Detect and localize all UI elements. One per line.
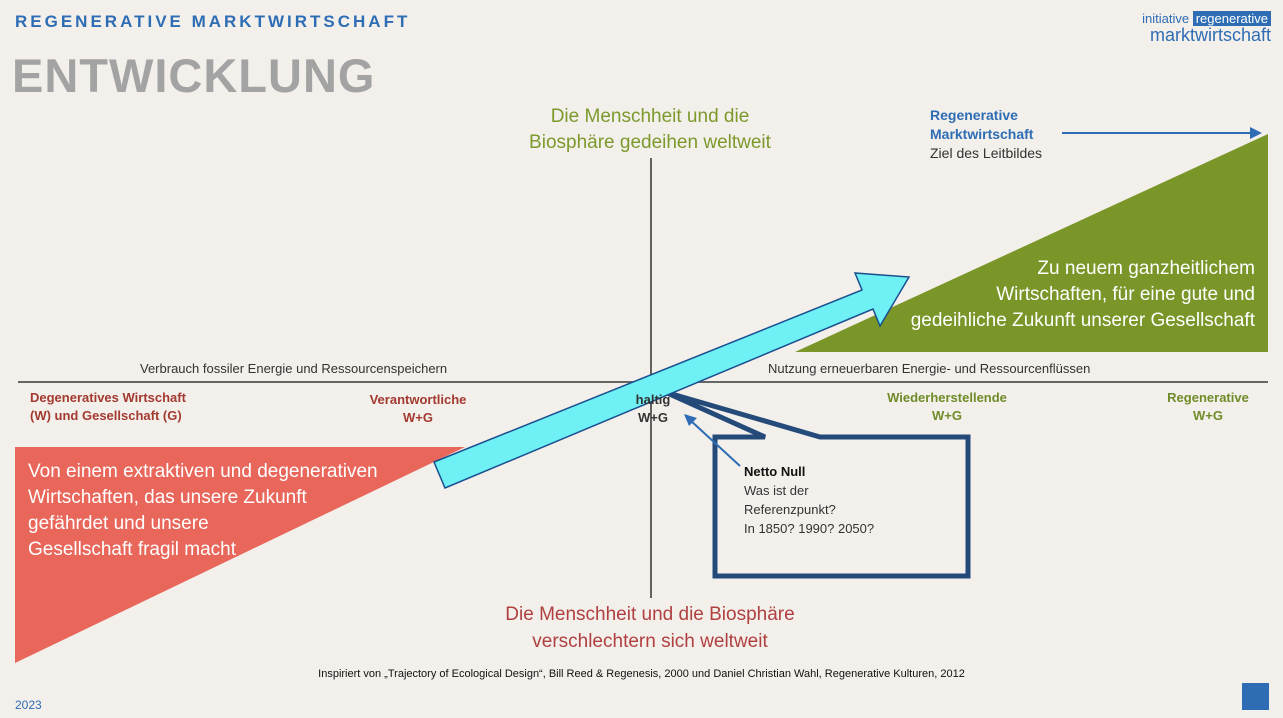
top-goal-line: Biosphäre gedeihen weltweit (529, 132, 771, 153)
logo-word-regenerative: regenerative (1192, 11, 1271, 26)
stage-restorative: Wiederherstellende W+G (867, 389, 1027, 425)
degenerative-line: Wirtschaften, das unsere Zukunft (28, 487, 307, 508)
degenerative-description: Von einem extraktiven und degenerativen … (28, 459, 448, 563)
degenerative-line: Gesellschaft fragil macht (28, 539, 237, 560)
bottom-goal-line: Die Menschheit und die Biosphäre (505, 604, 795, 625)
bottom-goal-line: verschlechtern sich weltweit (532, 631, 768, 652)
stage-line: (W) und Gesellschaft (G) (30, 408, 182, 423)
left-axis-label: Verbrauch fossiler Energie und Ressource… (140, 361, 448, 376)
trajectory-arrow (433, 272, 911, 489)
target-arrowhead-icon (1250, 127, 1262, 139)
target-title-line: Regenerative (930, 107, 1018, 123)
stage-line: Degeneratives Wirtschaft (30, 390, 186, 405)
year-label: 2023 (15, 698, 42, 712)
stage-line: W+G (403, 410, 433, 425)
regenerative-triangle (795, 134, 1268, 352)
callout-line: Referenzpunkt? (744, 502, 836, 517)
callout-heading: Netto Null (744, 464, 806, 479)
regenerative-line: gedeihliche Zukunft unserer Gesellschaft (910, 310, 1255, 331)
source-credit: Inspiriert von „Trajectory of Ecological… (318, 668, 965, 680)
stage-line: haltig (635, 392, 671, 407)
stage-line: W+G (932, 408, 962, 423)
stage-line: W+G (1193, 408, 1223, 423)
callout-pointer-line (689, 419, 741, 467)
netto-null-callout-box (663, 389, 971, 579)
bottom-goal-text: Die Menschheit und die Biosphäre verschl… (460, 601, 840, 655)
target-subtitle: Ziel des Leitbildes (930, 145, 1043, 161)
regenerative-line: Wirtschaften, für eine gute und (996, 284, 1255, 305)
regenerative-line: Zu neuem ganzheitlichem (1037, 258, 1255, 279)
stage-line: Regenerative (1167, 390, 1249, 405)
header-kicker: REGENERATIVE MARKTWIRTSCHAFT (15, 12, 411, 31)
degenerative-line: Von einem extraktiven und degenerativen (28, 461, 378, 482)
target-title-line: Marktwirtschaft (930, 126, 1034, 142)
callout-pointer-arrowhead-icon (684, 414, 697, 426)
logo-word-marktwirtschaft: marktwirtschaft (1149, 25, 1271, 45)
top-goal-line: Die Menschheit und die (550, 106, 750, 127)
degenerative-triangle (15, 447, 465, 663)
logo-word-initiative: initiative (1142, 11, 1190, 26)
page-title: ENTWICKLUNG (12, 49, 376, 102)
regenerative-description: Zu neuem ganzheitlichem Wirtschaften, fü… (840, 256, 1255, 334)
brand-logo: initiative regenerative marktwirtschaft (1142, 11, 1271, 45)
callout-line: Was ist der (744, 483, 809, 498)
stage-degenerative: Degeneratives Wirtschaft (W) und Gesells… (30, 389, 186, 425)
target-label: Regenerative Marktwirtschaft Ziel des Le… (930, 106, 1042, 163)
top-goal-text: Die Menschheit und die Biosphäre gedeihe… (480, 104, 820, 156)
corner-square (1242, 683, 1269, 710)
stage-line: Verantwortliche (369, 392, 467, 407)
netto-null-callout: Netto Null Was ist der Referenzpunkt? In… (744, 462, 874, 538)
stage-responsible: Verantwortliche W+G (348, 391, 488, 427)
stage-line: W+G (638, 410, 668, 425)
stage-sustainable: haltig W+G (630, 391, 676, 427)
degenerative-line: gefährdet und unsere (28, 513, 209, 534)
right-axis-label: Nutzung erneuerbaren Energie- und Ressou… (768, 361, 1091, 376)
stage-line: Wiederherstellende (887, 390, 1007, 405)
stage-regenerative: Regenerative W+G (1150, 389, 1266, 425)
callout-line: In 1850? 1990? 2050? (744, 521, 875, 536)
